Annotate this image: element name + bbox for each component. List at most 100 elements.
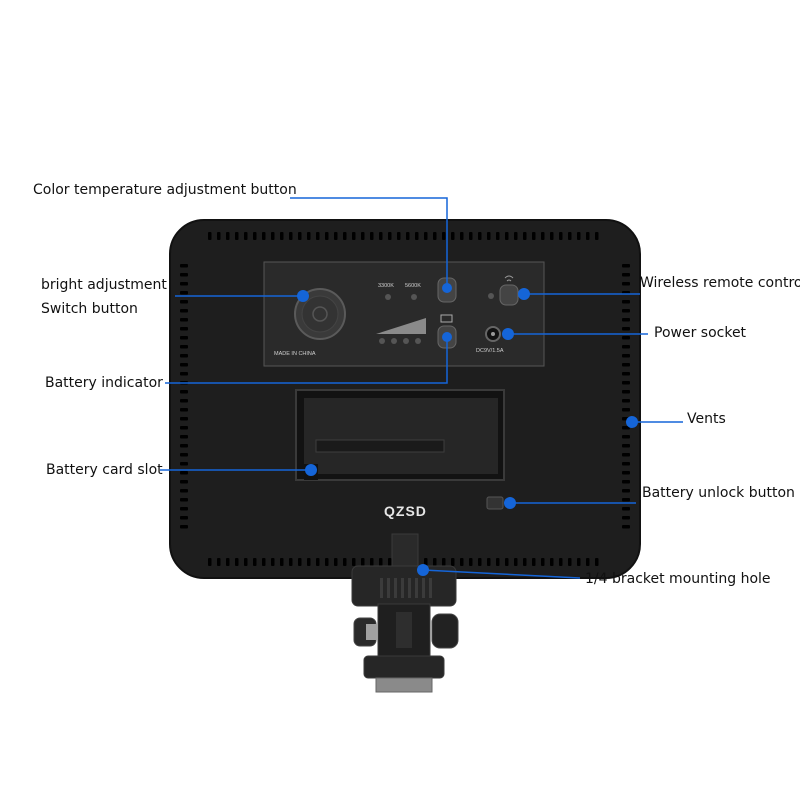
- vent-slot-left: [180, 516, 188, 520]
- vent-slot-bottom: [478, 558, 482, 566]
- vent-slot-right: [622, 507, 630, 511]
- vent-slot-top: [514, 232, 518, 240]
- vent-slot-left: [180, 264, 188, 268]
- vent-slot-right: [622, 525, 630, 529]
- vent-slot-left: [180, 444, 188, 448]
- vent-slot-top: [532, 232, 536, 240]
- vent-slot-right: [622, 516, 630, 520]
- vent-slot-top: [352, 232, 356, 240]
- vent-slot-top: [208, 232, 212, 240]
- vent-slot-bottom: [379, 558, 383, 566]
- vent-slot-bottom: [514, 558, 518, 566]
- clamp-rib: [394, 578, 397, 598]
- vent-slot-top: [289, 232, 293, 240]
- battery-symbol: [440, 314, 453, 323]
- vent-slot-left: [180, 408, 188, 412]
- vent-slot-top: [424, 232, 428, 240]
- vent-slot-top: [253, 232, 257, 240]
- vent-slot-right: [622, 471, 630, 475]
- vent-slot-left: [180, 291, 188, 295]
- vent-slot-top: [451, 232, 455, 240]
- vent-slot-right: [622, 354, 630, 358]
- vent-slot-bottom: [424, 558, 428, 566]
- made-in-label: MADE IN CHINA: [274, 351, 316, 357]
- vent-slot-top: [577, 232, 581, 240]
- vent-slot-right: [622, 462, 630, 466]
- vent-slot-top: [442, 232, 446, 240]
- clamp-ribs: [380, 578, 432, 598]
- vent-slot-right: [622, 453, 630, 457]
- vent-slot-left: [180, 498, 188, 502]
- brightness-bargraph: [376, 318, 426, 334]
- vent-slot-top: [550, 232, 554, 240]
- vent-slot-top: [262, 232, 266, 240]
- battery-unlock-button[interactable]: [486, 496, 504, 510]
- vent-slot-bottom: [451, 558, 455, 566]
- vent-slot-top: [541, 232, 545, 240]
- vent-slot-left: [180, 480, 188, 484]
- callout-line-color-temp: [290, 197, 448, 288]
- vent-slot-right: [622, 273, 630, 277]
- vent-slot-top: [343, 232, 347, 240]
- callout-dots: [297, 283, 638, 576]
- vent-slot-top: [217, 232, 221, 240]
- vent-slot-right: [622, 372, 630, 376]
- vent-slot-right: [622, 309, 630, 313]
- vent-slot-left: [180, 507, 188, 511]
- vent-slot-top: [460, 232, 464, 240]
- vent-slot-bottom: [568, 558, 572, 566]
- vent-slot-left: [180, 435, 188, 439]
- label-battery-unlock: Battery unlock button: [642, 485, 795, 501]
- vent-slot-top: [568, 232, 572, 240]
- vent-slot-bottom: [586, 558, 590, 566]
- vents: [180, 232, 630, 566]
- vent-slot-left: [180, 345, 188, 349]
- vent-slot-left: [180, 309, 188, 313]
- vent-slot-bottom: [280, 558, 284, 566]
- label-switch-button: Switch button: [41, 301, 138, 317]
- label-power-socket: Power socket: [654, 325, 747, 341]
- wireless-remote-button[interactable]: [499, 284, 519, 306]
- vent-slot-top: [559, 232, 563, 240]
- label-wireless-remote: Wireless remote control: [640, 275, 800, 291]
- vent-slot-top: [280, 232, 284, 240]
- vent-slot-bottom: [469, 558, 473, 566]
- vent-slot-right: [622, 408, 630, 412]
- vent-slot-top: [226, 232, 230, 240]
- vent-slot-left: [180, 489, 188, 493]
- vent-slot-bottom: [532, 558, 536, 566]
- vent-slot-top: [586, 232, 590, 240]
- callout-line-mount: [422, 569, 581, 579]
- callout-lines: [160, 197, 683, 579]
- vent-slot-left: [180, 372, 188, 376]
- vent-slot-right: [622, 498, 630, 502]
- vent-slot-left: [180, 363, 188, 367]
- vent-slot-left: [180, 417, 188, 421]
- vent-slot-top: [523, 232, 527, 240]
- temp-label-5600: 5600K: [405, 283, 421, 289]
- mount-knob-right[interactable]: [431, 613, 459, 649]
- vent-slot-bottom: [307, 558, 311, 566]
- vent-slot-bottom: [595, 558, 599, 566]
- wireless-symbol: [504, 275, 514, 282]
- label-battery-card-slot: Battery card slot: [46, 462, 163, 478]
- vent-slot-top: [595, 232, 599, 240]
- vent-slot-top: [235, 232, 239, 240]
- vent-slot-right: [622, 444, 630, 448]
- vent-slot-right: [622, 282, 630, 286]
- cold-shoe: [375, 677, 433, 693]
- vent-slot-bottom: [523, 558, 527, 566]
- label-vents: Vents: [687, 411, 726, 427]
- vent-slot-right: [622, 435, 630, 439]
- vent-slot-right: [622, 363, 630, 367]
- vent-slot-left: [180, 354, 188, 358]
- vent-slot-top: [388, 232, 392, 240]
- label-mounting-hole: 1/4 bracket mounting hole: [585, 571, 771, 587]
- vent-slot-bottom: [217, 558, 221, 566]
- vent-slot-right: [622, 300, 630, 304]
- vent-slot-top: [415, 232, 419, 240]
- vent-slot-top: [397, 232, 401, 240]
- power-rating: DC9V/1.5A: [476, 348, 504, 354]
- vent-slot-right: [622, 381, 630, 385]
- clamp-rib: [422, 578, 425, 598]
